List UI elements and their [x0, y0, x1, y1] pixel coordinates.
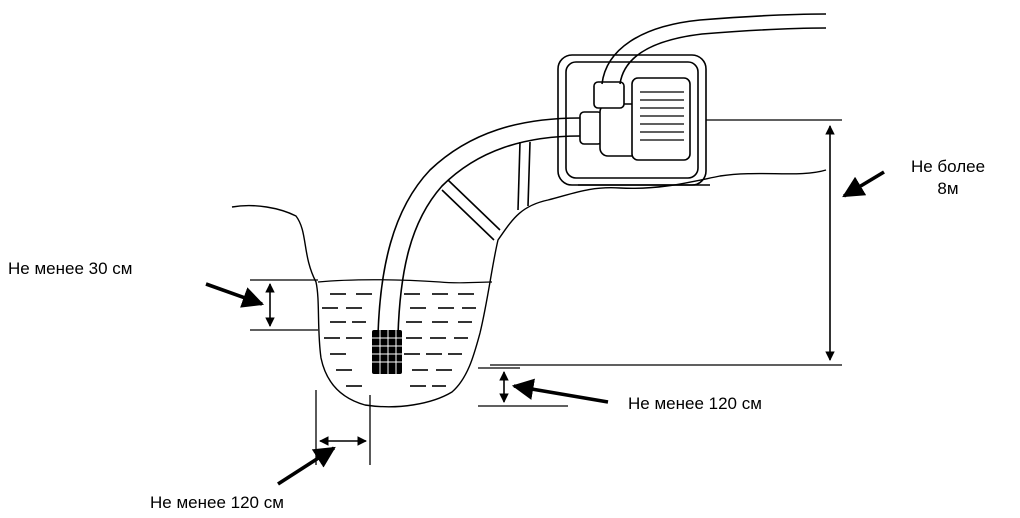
strainer [372, 330, 402, 374]
pointer-height [842, 170, 885, 198]
dimension-arrows [265, 125, 835, 446]
discharge-hose [601, 13, 827, 85]
water-ripples [322, 293, 476, 387]
pointer-arrows [205, 170, 885, 486]
max-height-label-line2: 8м [937, 179, 959, 199]
pointer-wall [277, 446, 336, 486]
pointer-depth [205, 282, 265, 308]
min-wall-clearance-label: Не менее 120 см [150, 493, 284, 512]
pump-unit [557, 54, 710, 186]
min-bottom-clearance-label: Не менее 120 см [628, 394, 762, 413]
support-bracket [441, 141, 531, 241]
min-depth-label: Не менее 30 см [8, 259, 133, 278]
terrain [231, 169, 827, 408]
pointer-bottom [511, 378, 609, 404]
max-height-label: Не более 8м [904, 156, 992, 200]
suction-hose [377, 117, 581, 336]
water [317, 279, 493, 387]
max-height-label-line1: Не более [910, 157, 986, 176]
